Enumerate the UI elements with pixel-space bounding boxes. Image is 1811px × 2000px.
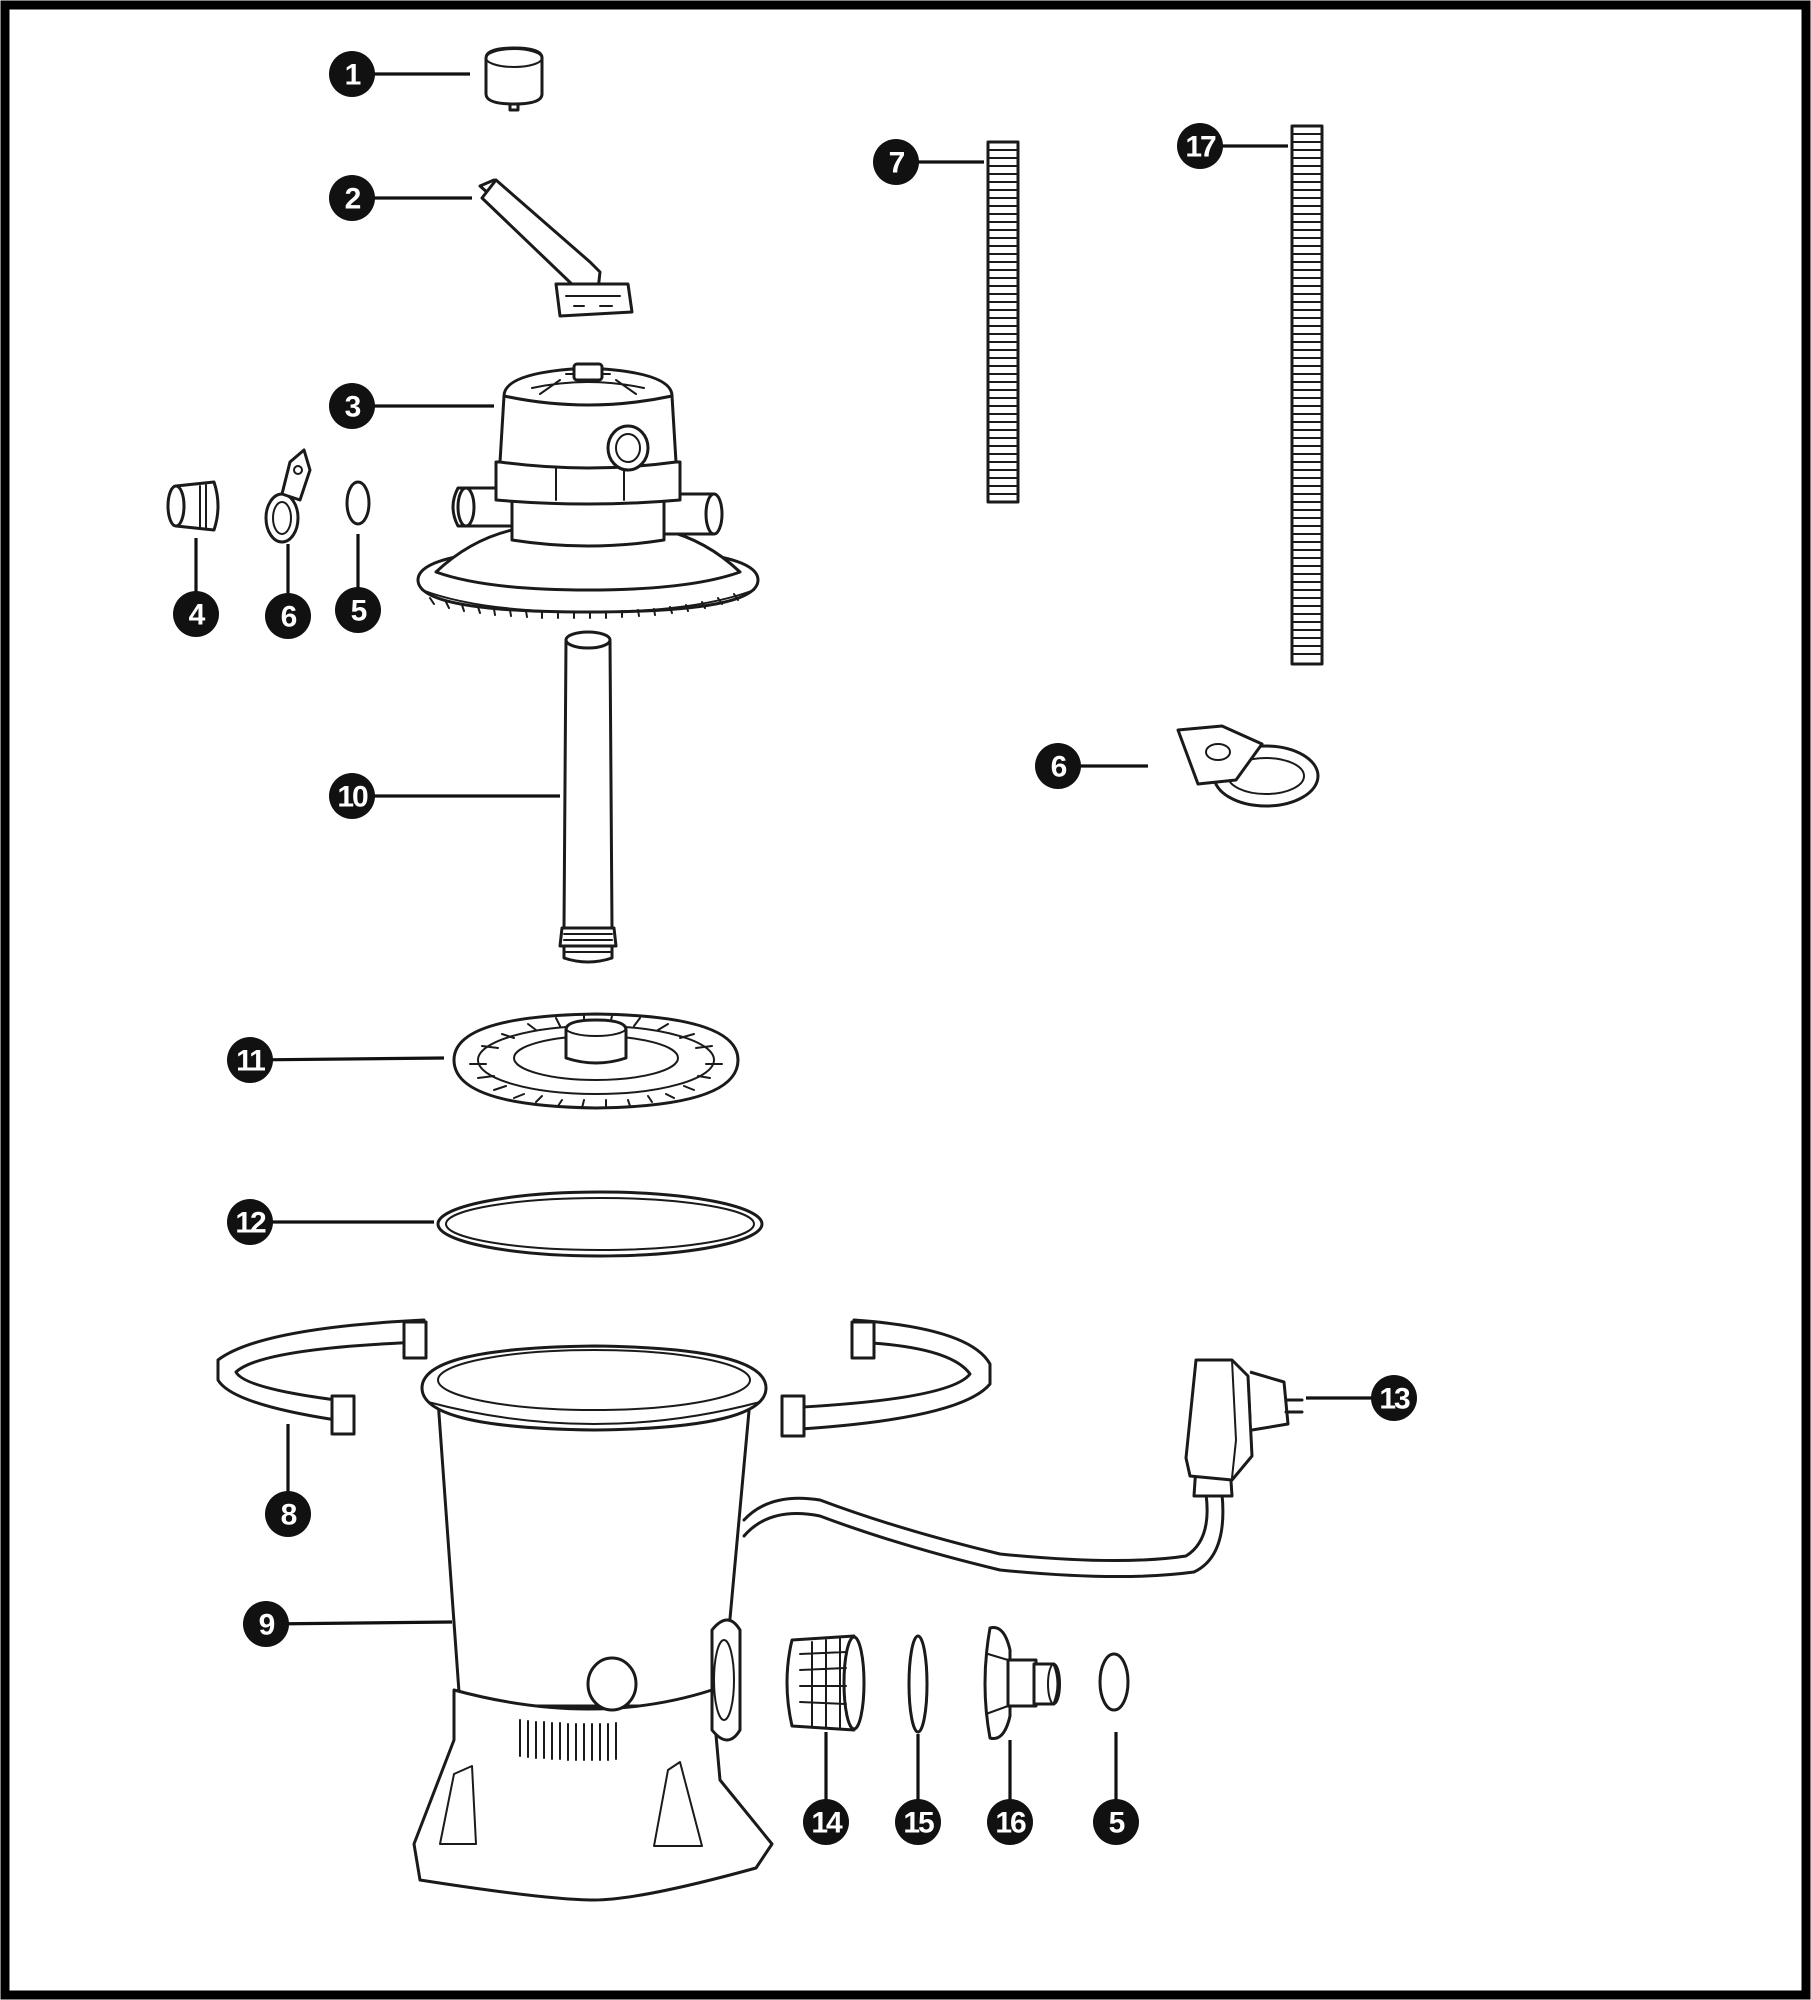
part-16-adapter — [983, 1625, 1061, 1741]
callout-p2: 2 — [329, 175, 375, 221]
callout-label: 2 — [345, 183, 361, 216]
part-5-oring-right — [1098, 1652, 1130, 1712]
part-1-cap — [484, 46, 544, 112]
part-13-power-plug — [742, 1358, 1304, 1579]
callout-label: 9 — [259, 1609, 275, 1642]
part-15-oring — [907, 1634, 929, 1734]
callout-label: 5 — [351, 595, 367, 628]
part-6-clamp-left — [264, 448, 312, 544]
part-6-clamp-right — [1176, 724, 1320, 808]
callout-label: 6 — [281, 601, 297, 634]
part-3-valve — [416, 362, 760, 619]
part-12-seal-ring — [436, 1190, 764, 1258]
part-5-oring-left — [345, 480, 371, 526]
part-4-plug — [166, 480, 220, 532]
callout-label: 13 — [1379, 1383, 1410, 1416]
callout-p5b: 5 — [1093, 1799, 1139, 1845]
callout-label: 17 — [1185, 131, 1216, 164]
callout-p16: 16 — [987, 1799, 1033, 1845]
callout-label: 6 — [1051, 751, 1067, 784]
callout-p6b: 6 — [1035, 743, 1081, 789]
callout-p5a: 5 — [335, 587, 381, 633]
callout-p11: 11 — [227, 1037, 273, 1083]
callout-p17: 17 — [1177, 123, 1223, 169]
callout-p9: 9 — [243, 1601, 289, 1647]
part-10-standpipe — [558, 630, 618, 964]
callout-p1: 1 — [329, 51, 375, 97]
callout-p13: 13 — [1371, 1375, 1417, 1421]
part-8-clamp-ring — [216, 1318, 992, 1438]
callout-label: 7 — [889, 147, 905, 180]
callout-p6a: 6 — [265, 593, 311, 639]
callout-p10: 10 — [329, 773, 375, 819]
callout-p12: 12 — [227, 1199, 273, 1245]
callout-label: 16 — [995, 1807, 1026, 1840]
callout-p14: 14 — [803, 1799, 849, 1845]
callout-label: 5 — [1109, 1807, 1125, 1840]
callout-label: 12 — [235, 1207, 266, 1240]
callout-label: 14 — [811, 1807, 843, 1840]
callout-label: 1 — [345, 59, 361, 92]
callout-p4: 4 — [173, 591, 219, 637]
callout-label: 10 — [337, 781, 368, 814]
callout-label: 8 — [281, 1499, 297, 1532]
callout-label: 15 — [903, 1807, 934, 1840]
callout-label: 4 — [189, 599, 206, 632]
callout-label: 11 — [236, 1045, 265, 1078]
part-17-hose-long — [1290, 124, 1324, 666]
callout-p8: 8 — [265, 1491, 311, 1537]
callout-p3: 3 — [329, 383, 375, 429]
callout-label: 3 — [345, 391, 361, 424]
callout-p15: 15 — [895, 1799, 941, 1845]
part-2-handle — [478, 178, 634, 318]
callout-p7: 7 — [873, 139, 919, 185]
part-9-tank — [412, 1344, 774, 1902]
part-14-strainer — [785, 1634, 866, 1732]
part-11-diffuser — [452, 1012, 740, 1110]
part-7-hose-short — [986, 140, 1020, 504]
